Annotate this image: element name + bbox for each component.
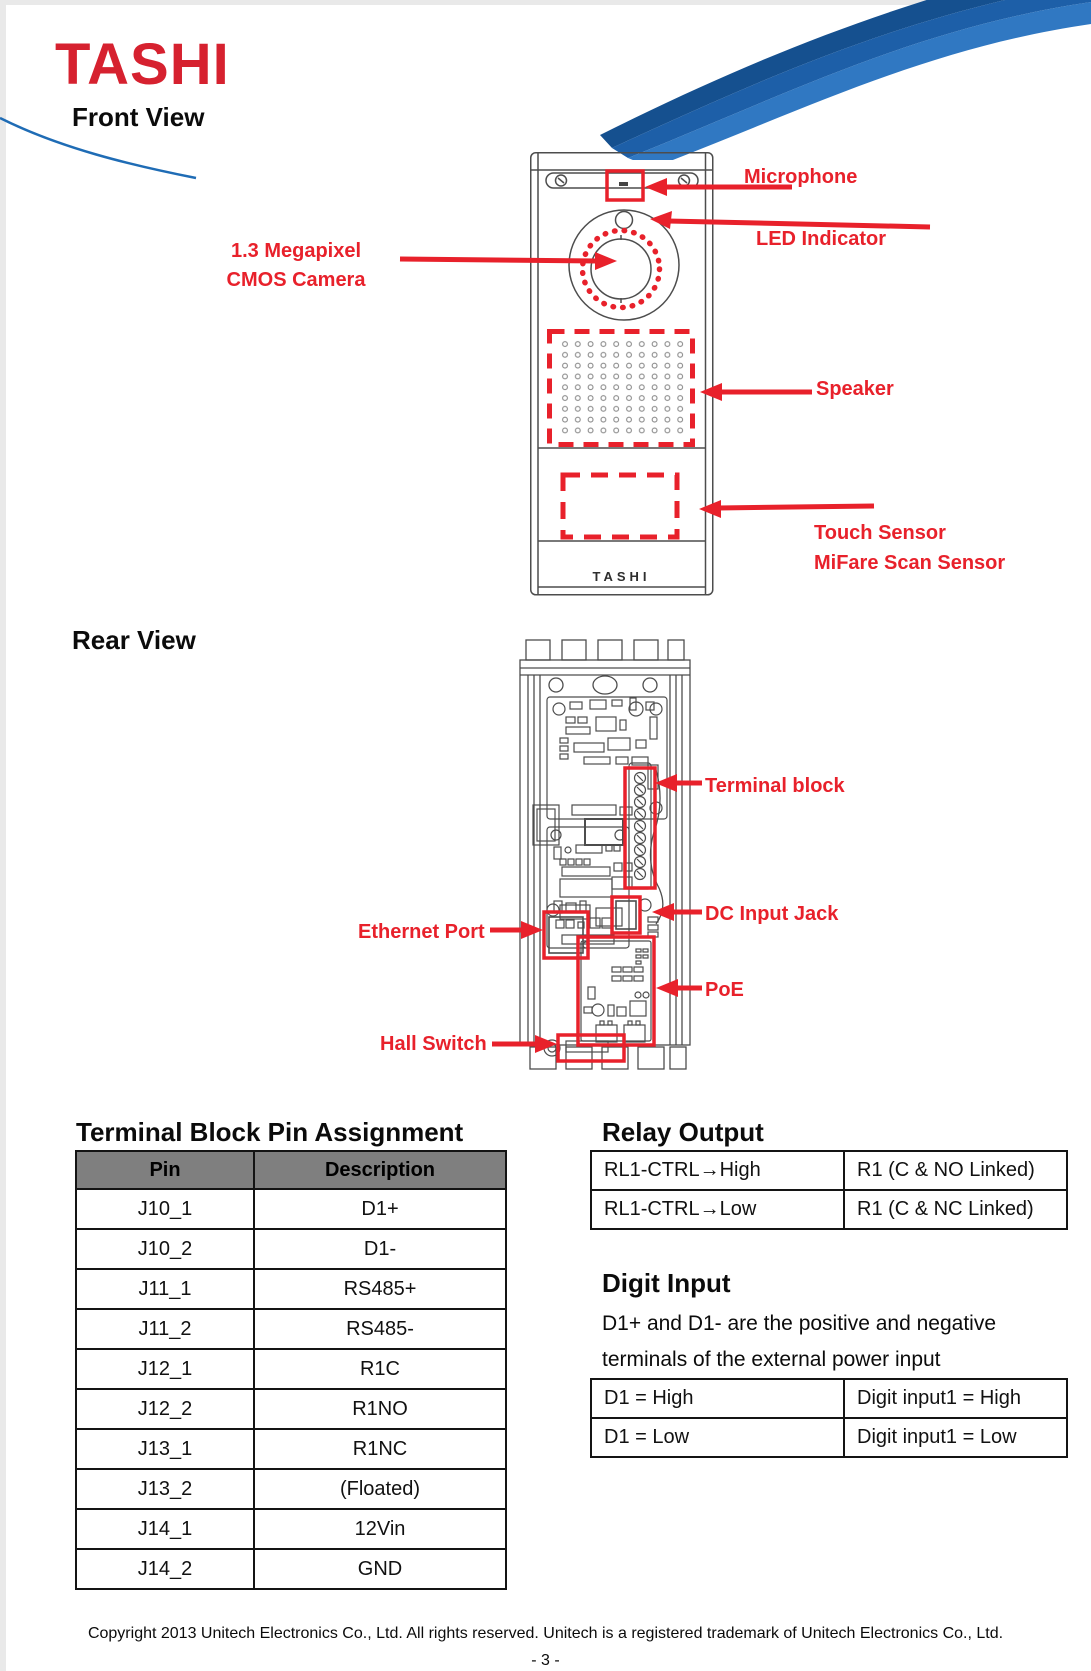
description-cell: RS485- [253, 1308, 507, 1350]
relay-output-title: Relay Output [602, 1117, 764, 1147]
front-view-diagram [399, 152, 931, 596]
description-cell: RS485+ [253, 1268, 507, 1310]
terminal-block-label: Terminal block [705, 775, 845, 797]
pcb-components [532, 696, 668, 1057]
relay-condition-cell: RL1-CTRL→High [590, 1150, 845, 1191]
speaker-label: Speaker [816, 378, 894, 400]
rear-red-highlights [542, 766, 657, 1063]
digit-input-title: Digit Input [602, 1268, 731, 1298]
arrow-terminal-block-icon [655, 774, 702, 792]
description-cell: (Floated) [253, 1468, 507, 1510]
arrow-dc-input-icon [652, 903, 702, 921]
pin-assignment-title: Terminal Block Pin Assignment [76, 1117, 464, 1147]
digit-result-cell: Digit input1 = High [843, 1378, 1068, 1419]
front-view-title: Front View [72, 102, 205, 132]
description-cell: R1NC [253, 1428, 507, 1470]
arrow-poe-icon [656, 979, 702, 997]
touch-sensor-label-line2: MiFare Scan Sensor [814, 552, 1006, 574]
front-red-highlights [547, 169, 695, 540]
hall-switch-label: Hall Switch [380, 1033, 487, 1055]
pin-cell: J14_2 [75, 1548, 255, 1590]
pin-cell: J10_1 [75, 1188, 255, 1230]
pin-cell: J13_1 [75, 1428, 255, 1470]
page-edge-left [0, 0, 6, 1671]
description-column-header: Description [253, 1150, 507, 1190]
digit-result-cell: Digit input1 = Low [843, 1417, 1068, 1458]
description-cell: D1- [253, 1228, 507, 1270]
pin-cell: J11_2 [75, 1308, 255, 1350]
microphone-label: Microphone [744, 166, 858, 188]
arrow-ethernet-icon [490, 921, 543, 939]
description-cell: R1NO [253, 1388, 507, 1430]
front-device-brand: TASHI [592, 569, 651, 584]
arrow-camera-icon [399, 252, 617, 270]
rear-view-title: Rear View [72, 625, 196, 655]
relay-result-cell: R1 (C & NO Linked) [843, 1150, 1068, 1191]
description-cell: GND [253, 1548, 507, 1590]
digit-condition-cell: D1 = High [590, 1378, 845, 1419]
pin-cell: J12_2 [75, 1388, 255, 1430]
led-indicator-label: LED Indicator [756, 228, 887, 250]
pin-cell: J10_2 [75, 1228, 255, 1270]
touch-sensor-label-line1: Touch Sensor [814, 522, 946, 544]
tashi-logo: TASHI [55, 32, 230, 97]
pin-cell: J12_1 [75, 1348, 255, 1390]
description-cell: 12Vin [253, 1508, 507, 1550]
dc-input-jack-label: DC Input Jack [705, 903, 839, 925]
page-edge-top [0, 0, 1091, 5]
table-header-row: Pin Description [75, 1150, 507, 1190]
description-cell: D1+ [253, 1188, 507, 1230]
digit-input-description: D1+ and D1- are the positive and negativ… [602, 1312, 997, 1371]
page-number: - 3 - [531, 1652, 560, 1669]
header-curve [0, 116, 197, 180]
pin-cell: J13_2 [75, 1468, 255, 1510]
arrow-speaker-icon [700, 383, 812, 401]
touch-sensor-label: Touch Sensor MiFare Scan Sensor [814, 518, 1005, 578]
arrow-led-icon [650, 211, 931, 230]
arrow-microphone-icon [645, 178, 792, 196]
pin-column-header: Pin [75, 1150, 255, 1190]
arrow-hall-switch-icon [492, 1035, 557, 1053]
poe-label: PoE [705, 979, 744, 1001]
relay-result-cell: R1 (C & NC Linked) [843, 1189, 1068, 1230]
ethernet-port-label: Ethernet Port [358, 921, 485, 943]
camera-label-line2: CMOS Camera [226, 269, 366, 291]
rear-view-diagram [490, 639, 702, 1070]
digit-condition-cell: D1 = Low [590, 1417, 845, 1458]
pin-cell: J11_1 [75, 1268, 255, 1310]
copyright-text: Copyright 2013 Unitech Electronics Co., … [87, 1625, 1004, 1642]
relay-condition-cell: RL1-CTRL→Low [590, 1189, 845, 1230]
rear-housing [519, 639, 691, 1070]
table-row: J13_2(Floated) [75, 1468, 507, 1510]
arrow-touch-icon [699, 500, 875, 518]
description-cell: R1C [253, 1348, 507, 1390]
camera-label-line1: 1.3 Megapixel [230, 240, 362, 262]
swoosh-graphic [600, 0, 1091, 160]
camera-label: 1.3 Megapixel CMOS Camera [218, 237, 374, 295]
pin-cell: J14_1 [75, 1508, 255, 1550]
